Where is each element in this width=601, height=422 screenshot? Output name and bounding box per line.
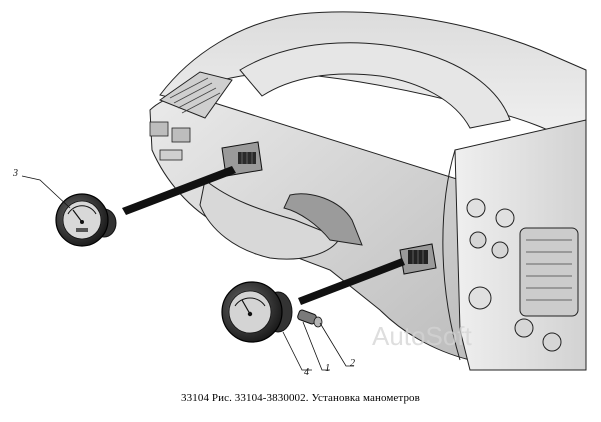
lower-trim [199,179,341,260]
console-knobs [466,198,562,352]
steering-column-opening [283,193,363,246]
figure-caption: 33104 Рис. 33104-3830002. Установка мано… [181,392,420,404]
callout-4: 4 [304,367,309,378]
callout-leader-1 [302,321,330,371]
left-switch-block-3 [159,149,183,161]
lower-gauge-socket [399,243,437,275]
left-switch-block-2 [171,127,191,143]
callout-leader-2 [319,322,354,367]
cluster-hood [239,42,511,129]
callout-leader-3 [21,175,71,209]
watermark: AutoSoft [372,321,473,351]
left-air-vent [158,71,233,119]
upper-install-arrow [122,166,236,215]
callout-leader-4 [282,331,312,371]
console-edge [442,149,461,361]
gauge-lamp [297,309,323,328]
callout-3: 3 [12,168,18,179]
callout-1: 1 [325,363,330,374]
lower-gauge [221,281,293,343]
lower-install-arrow [298,258,405,305]
left-switch-block [149,121,169,137]
callout-2: 2 [350,358,355,369]
center-air-vent [519,227,579,317]
upper-gauge [55,193,117,247]
